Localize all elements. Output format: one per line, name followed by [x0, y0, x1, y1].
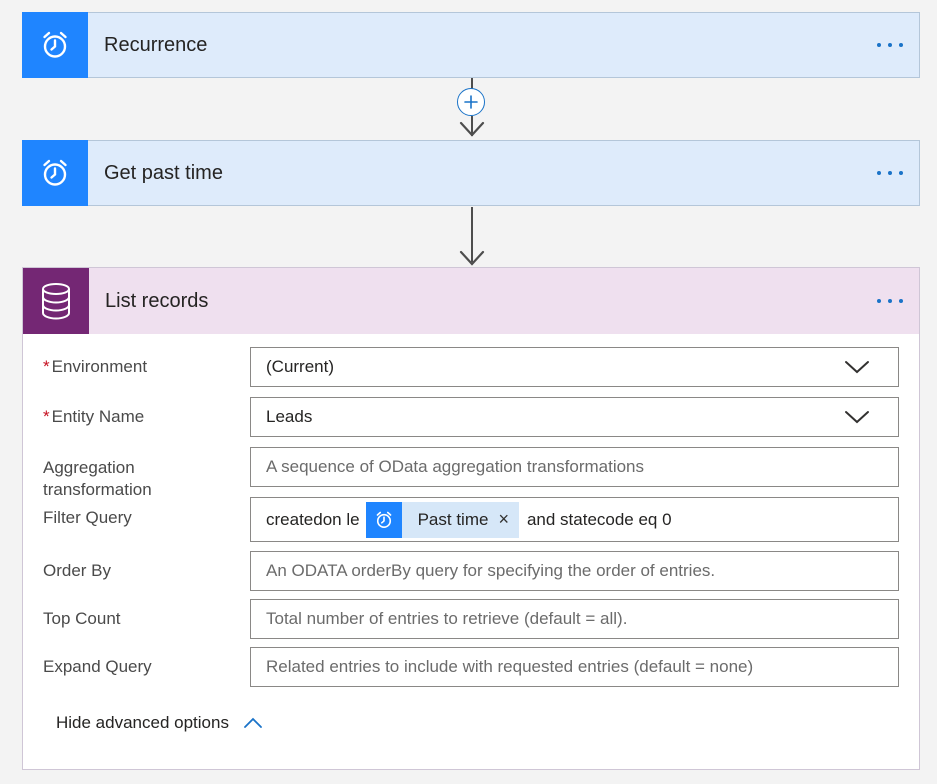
aggregation-placeholder: A sequence of OData aggregation transfor… — [266, 457, 645, 476]
token-label: Past time — [417, 509, 489, 529]
expand-query-placeholder: Related entries to include with requeste… — [266, 657, 754, 676]
step-title: Recurrence — [104, 33, 208, 56]
connector-line — [471, 207, 473, 262]
filter-query-label: Filter Query — [43, 508, 132, 527]
arrow-down-icon — [459, 250, 485, 266]
filter-query-row: Filter Query createdon le Past time × — [43, 497, 899, 542]
list-records-step-card: List records *Environment (Current) *Ent… — [22, 267, 920, 770]
aggregation-row: Aggregation transformation A sequence of… — [43, 447, 899, 499]
get-past-time-step-card[interactable]: Get past time — [22, 140, 920, 206]
past-time-token[interactable]: Past time × — [365, 501, 519, 538]
order-by-input[interactable]: An ODATA orderBy query for specifying th… — [250, 551, 899, 591]
order-by-placeholder: An ODATA orderBy query for specifying th… — [266, 561, 716, 580]
filter-query-input[interactable]: createdon le Past time × and statecode e… — [250, 497, 899, 542]
environment-dropdown[interactable]: (Current) — [250, 347, 899, 387]
expand-query-label: Expand Query — [43, 657, 152, 676]
aggregation-input[interactable]: A sequence of OData aggregation transfor… — [250, 447, 899, 487]
advanced-toggle-label: Hide advanced options — [56, 713, 229, 732]
entity-name-label: *Entity Name — [43, 407, 145, 426]
alarm-clock-icon — [22, 12, 88, 78]
top-count-placeholder: Total number of entries to retrieve (def… — [266, 609, 628, 628]
chevron-down-icon[interactable] — [844, 410, 870, 424]
aggregation-label: Aggregation transformation — [43, 458, 152, 499]
filter-query-suffix: and statecode eq 0 — [526, 509, 672, 529]
step-title: Get past time — [104, 161, 223, 184]
chevron-up-icon — [244, 717, 262, 728]
hide-advanced-options-button[interactable]: Hide advanced options — [56, 713, 263, 733]
step-title: List records — [105, 289, 209, 312]
connector-line — [471, 116, 473, 136]
alarm-clock-icon — [365, 501, 402, 538]
filter-query-prefix: createdon le — [266, 509, 360, 529]
more-options-icon[interactable] — [877, 37, 903, 53]
arrow-down-icon — [459, 121, 485, 137]
environment-label: *Environment — [43, 357, 148, 376]
order-by-label: Order By — [43, 561, 112, 580]
recurrence-step-card[interactable]: Recurrence — [22, 12, 920, 78]
chevron-down-icon[interactable] — [844, 360, 870, 374]
database-icon — [23, 268, 89, 334]
top-count-label: Top Count — [43, 609, 121, 628]
add-step-button[interactable] — [457, 88, 485, 116]
required-marker: * — [43, 407, 50, 426]
order-by-row: Order By An ODATA orderBy query for spec… — [43, 551, 899, 591]
entity-name-row: *Entity Name Leads — [43, 397, 899, 437]
expand-query-input[interactable]: Related entries to include with requeste… — [250, 647, 899, 687]
entity-name-value: Leads — [266, 407, 313, 426]
top-count-row: Top Count Total number of entries to ret… — [43, 599, 899, 639]
entity-name-dropdown[interactable]: Leads — [250, 397, 899, 437]
environment-value: (Current) — [266, 357, 335, 376]
connector-line — [471, 78, 473, 96]
expand-query-row: Expand Query Related entries to include … — [43, 647, 899, 687]
more-options-icon[interactable] — [877, 165, 903, 181]
top-count-input[interactable]: Total number of entries to retrieve (def… — [250, 599, 899, 639]
list-records-header[interactable]: List records — [23, 268, 919, 334]
plus-icon — [464, 95, 478, 109]
required-marker: * — [43, 357, 50, 376]
alarm-clock-icon — [22, 140, 88, 206]
environment-row: *Environment (Current) — [43, 347, 899, 387]
remove-token-icon[interactable]: × — [498, 509, 509, 529]
more-options-icon[interactable] — [877, 293, 903, 309]
